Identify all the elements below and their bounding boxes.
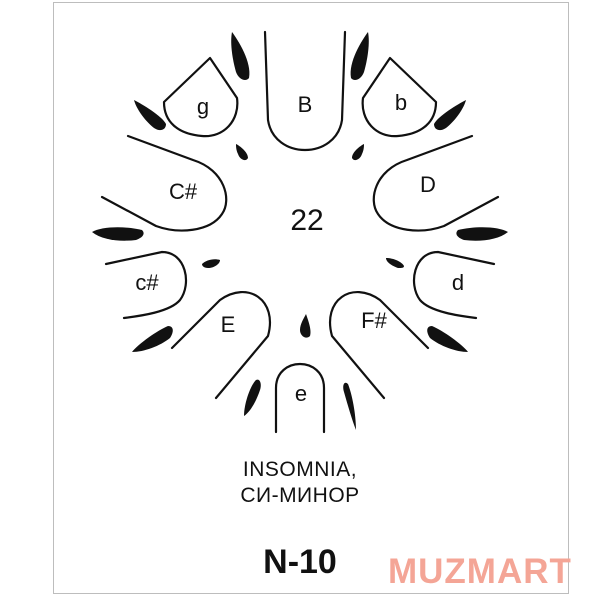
tongue-B	[263, 30, 347, 152]
label-b: b	[395, 90, 407, 115]
tongue-e	[274, 363, 326, 434]
tongue-E	[170, 290, 271, 400]
slot-upper-left	[134, 100, 166, 131]
inner-dot-3	[202, 259, 220, 268]
brand-logo: MUZMART	[388, 552, 572, 591]
label-c-sharp: c#	[135, 270, 159, 295]
slot-left	[92, 227, 144, 241]
label-d: d	[452, 270, 464, 295]
slot-top-right	[350, 32, 369, 80]
tongue-g	[162, 56, 239, 138]
slot-lower-left	[132, 326, 173, 352]
center-number: 22	[290, 204, 323, 237]
label-g: g	[197, 94, 209, 119]
label-D: D	[420, 172, 436, 197]
label-E: E	[221, 312, 236, 337]
inner-dot-4	[386, 258, 404, 268]
slot-bottom-left	[244, 379, 261, 416]
label-e: e	[295, 381, 307, 406]
tongue-c-sharp	[104, 250, 188, 320]
tongue-F-sharp	[329, 290, 430, 400]
title-line-1: INSOMNIA,	[242, 458, 358, 481]
slot-bottom-right	[343, 382, 356, 430]
inner-dot-5	[300, 314, 311, 338]
slot-top-left	[231, 32, 250, 80]
slot-right	[456, 227, 508, 241]
title-line-2: СИ-МИНОР	[240, 484, 360, 507]
tongue-d	[412, 250, 496, 320]
slot-upper-right	[434, 100, 466, 131]
model-code: N-10	[263, 543, 337, 581]
slot-lower-right	[427, 326, 468, 352]
label-C-sharp: C#	[169, 179, 198, 204]
tongue-b	[361, 56, 438, 138]
tongue-D	[372, 134, 500, 232]
template-frame	[53, 2, 569, 594]
label-B: B	[298, 92, 313, 117]
tongue-C-sharp	[100, 134, 228, 232]
inner-dot-1	[236, 144, 248, 161]
label-F-sharp: F#	[361, 308, 387, 333]
inner-dot-2	[352, 144, 364, 161]
